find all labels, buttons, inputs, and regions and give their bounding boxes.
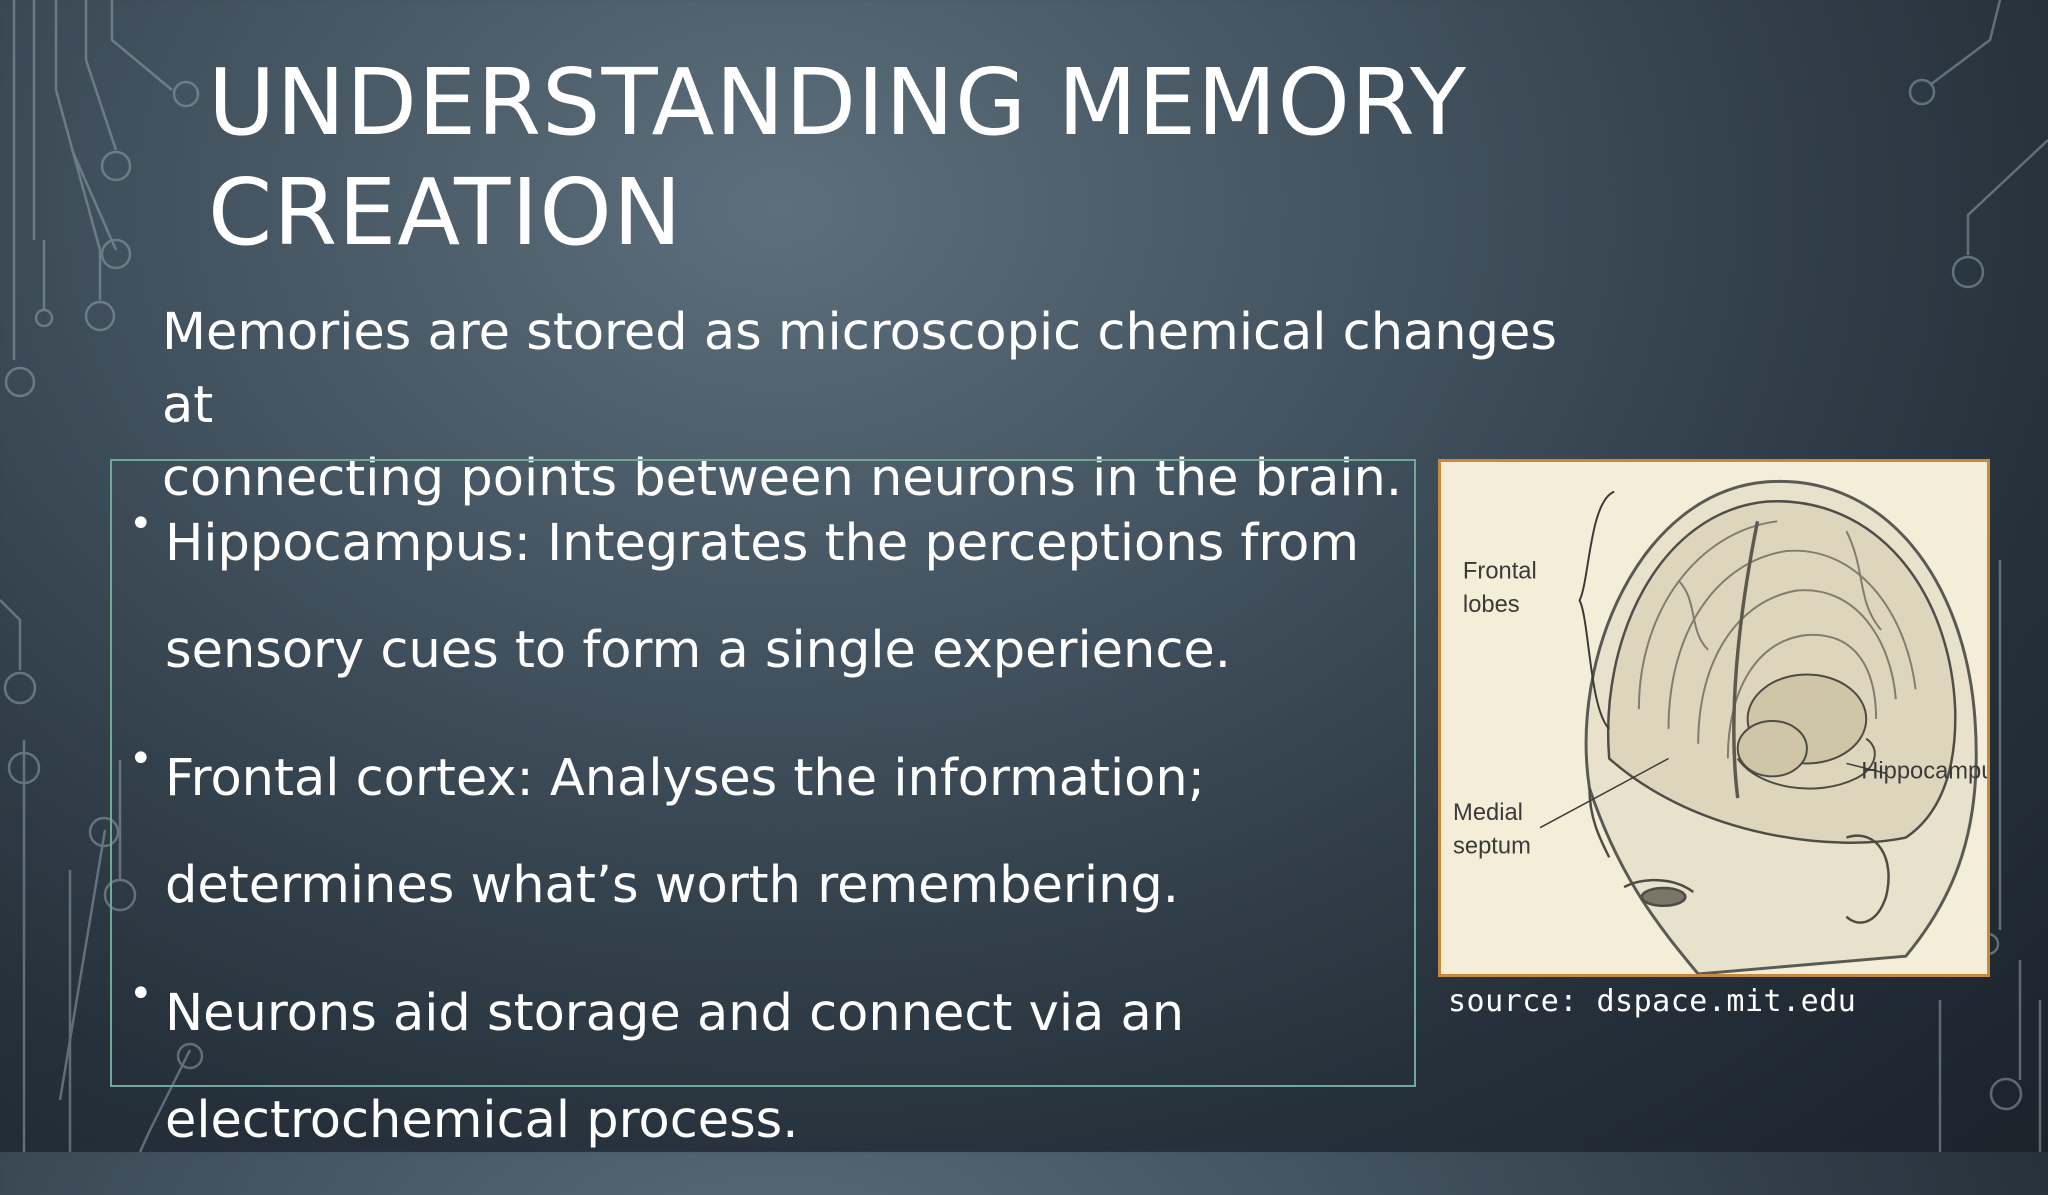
title-line-1: UNDERSTANDING MEMORY [208, 49, 1468, 156]
circuit-decoration [0, 0, 2048, 1152]
label-frontal-line-1: Frontal [1463, 559, 1537, 585]
title-line-2: CREATION [208, 159, 683, 266]
label-frontal-line-2: lobes [1463, 592, 1520, 618]
intro-text: Memories are stored as microscopic chemi… [162, 296, 1612, 515]
label-hippocampus: Hippocampus [1861, 758, 1987, 784]
intro-line-2: connecting points between neurons in the… [162, 449, 1403, 508]
bullet-dot-icon: • [129, 501, 153, 547]
label-medial-line-2: septum [1453, 833, 1531, 859]
bullet-dot-icon: • [129, 736, 153, 782]
bullet-line-1: Neurons aid storage and connect via an [165, 984, 1185, 1043]
image-source-caption: source: dspace.mit.edu [1448, 984, 1857, 1019]
brain-diagram-image: Frontal lobes Hippocampus Medial septum [1438, 459, 1990, 977]
bullet-line-2: sensory cues to form a single experience… [165, 621, 1231, 680]
bullet-line-1: Hippocampus: Integrates the perceptions … [165, 514, 1360, 573]
label-medial-line-1: Medial [1453, 800, 1523, 826]
brain-illustration: Frontal lobes Hippocampus Medial septum [1453, 479, 1987, 974]
bullet-line-2: determines what’s worth remembering. [165, 856, 1179, 915]
slide-title: UNDERSTANDING MEMORY CREATION [208, 48, 1708, 268]
bullet-item-neurons: • Neurons aid storage and connect via an… [125, 960, 1425, 1174]
bullet-line-1: Frontal cortex: Analyses the information… [165, 749, 1205, 808]
bullet-item-hippocampus: • Hippocampus: Integrates the perception… [125, 490, 1425, 704]
bullet-item-frontal-cortex: • Frontal cortex: Analyses the informati… [125, 725, 1425, 939]
bullet-dot-icon: • [129, 971, 153, 1017]
bullet-line-2: electrochemical process. [165, 1091, 799, 1150]
bullet-frame [110, 459, 1416, 1087]
bullet-list: • Hippocampus: Integrates the perception… [125, 490, 1425, 1195]
intro-line-1: Memories are stored as microscopic chemi… [162, 303, 1557, 435]
